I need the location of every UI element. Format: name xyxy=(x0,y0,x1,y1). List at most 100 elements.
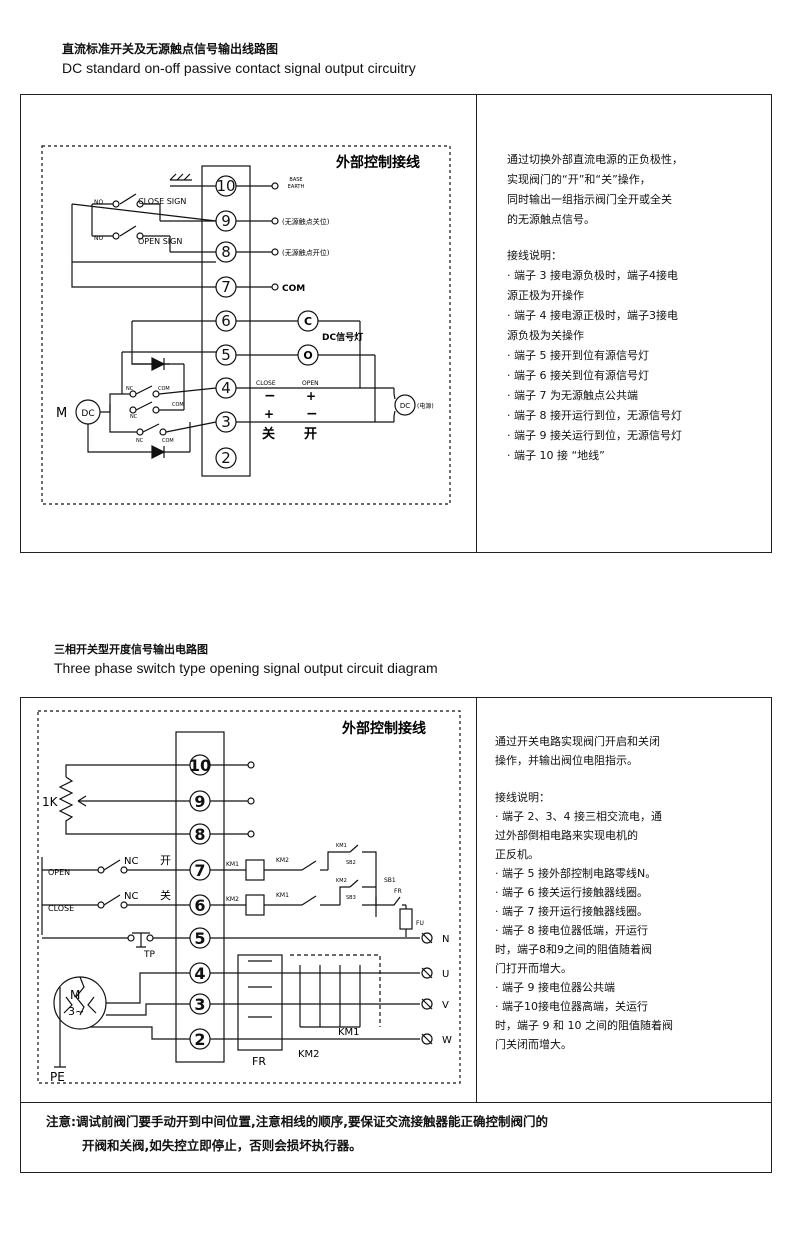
s1-power-dc: DC xyxy=(400,402,410,410)
s1-com2: COM xyxy=(172,402,184,408)
s2-sb3: SB3 xyxy=(346,895,356,901)
s2-km1-bottom: KM1 xyxy=(338,1027,360,1038)
s1-minus2: − xyxy=(306,406,318,422)
section1-title-cn: 直流标准开关及无源触点信号输出线路图 xyxy=(62,42,279,56)
s2-terminal-5: 5 xyxy=(194,929,205,948)
s2-note-item: · 端子 7 接开运行接触器线圈。 xyxy=(495,905,648,918)
s2-nc2: NC xyxy=(124,891,138,902)
section2-footer-divider xyxy=(20,1102,772,1103)
s1-close-label: CLOSE xyxy=(256,380,276,387)
s1-terminal-3: 3 xyxy=(221,413,231,431)
s1-intro-line: 实现阀门的“开”和“关”操作， xyxy=(507,173,651,186)
s1-open-label: OPEN xyxy=(302,380,319,387)
s2-fu: FU xyxy=(416,920,424,927)
s1-note-item: · 端子 8 接开运行到位，无源信号灯 xyxy=(507,409,682,422)
s2-notes-heading: 接线说明： xyxy=(495,791,550,804)
s1-open-sign: OPEN SIGN xyxy=(138,237,182,246)
s1-earth-bottom: EARTH xyxy=(288,184,305,190)
s1-nc1: NC xyxy=(126,386,134,392)
s1-note-item: · 端子 3 接电源负极时，端子4接电 xyxy=(507,269,678,282)
s2-v: V xyxy=(442,1000,449,1011)
s1-t7-com: COM xyxy=(282,284,305,294)
s1-lamp-label: DC信号灯 xyxy=(322,331,363,343)
s1-power-label: (电源) xyxy=(417,402,434,410)
s2-note-item: · 端子 5 接外部控制电路零线N。 xyxy=(495,867,657,880)
s1-no1: NO xyxy=(94,199,103,206)
s1-intro-line: 同时输出一组指示阀门全开或全关 xyxy=(507,193,672,206)
s1-terminal-7: 7 xyxy=(221,278,231,296)
s2-sb2: SB2 xyxy=(346,860,356,866)
s2-note-item: 门关闭而增大。 xyxy=(495,1038,572,1051)
s1-lamp-o: O xyxy=(303,349,312,362)
s2-km1: KM1 xyxy=(226,861,239,868)
s2-km2b: KM2 xyxy=(276,857,289,864)
s2-fr: FR xyxy=(394,888,402,895)
s2-terminal-4: 4 xyxy=(194,964,205,983)
s2-open: OPEN xyxy=(48,868,70,877)
s2-kai: 开 xyxy=(160,854,171,867)
s2-km1c: KM1 xyxy=(336,843,347,849)
section2-divider xyxy=(476,697,477,1102)
s1-terminal-8: 8 xyxy=(221,243,231,261)
s1-guan: 关 xyxy=(262,426,275,442)
s1-notes-heading: 接线说明： xyxy=(507,249,562,262)
s2-note-item: · 端子 8 接电位器低端，开运行 xyxy=(495,924,648,937)
s2-terminal-8: 8 xyxy=(194,825,205,844)
s2-note-item: 过外部倒相电路来实现电机的 xyxy=(495,829,638,842)
section1-notes: 通过切换外部直流电源的正负极性， 实现阀门的“开”和“关”操作， 同时输出一组指… xyxy=(507,150,765,466)
s1-terminal-6: 6 xyxy=(221,312,231,330)
s2-terminal-7: 7 xyxy=(194,861,205,880)
s2-note-item: · 端子 9 接电位器公共端 xyxy=(495,981,615,994)
s1-note-item: 源负极为关操作 xyxy=(507,329,584,342)
s2-terminal-strip xyxy=(175,731,225,1063)
s2-km2: KM2 xyxy=(226,896,239,903)
s1-terminal-2: 2 xyxy=(221,449,231,467)
s1-t9-note: (无源触点关位) xyxy=(282,217,330,226)
s2-external-dashed-box xyxy=(37,710,461,1084)
s1-close-sign: CLOSE SIGN xyxy=(138,197,186,206)
s2-pe: PE xyxy=(50,1070,65,1084)
s1-motor-m: M xyxy=(56,406,67,421)
s2-w: W xyxy=(442,1035,452,1046)
s2-km1b: KM1 xyxy=(276,892,289,899)
s1-minus1: − xyxy=(264,388,276,404)
s1-intro-line: 通过切换外部直流电源的正负极性， xyxy=(507,153,683,166)
s1-lamp-c: C xyxy=(304,315,312,328)
section1-divider xyxy=(476,94,477,553)
s1-note-item: · 端子 9 接关运行到位，无源信号灯 xyxy=(507,429,682,442)
footer-note: 注意:调试前阀门要手动开到中间位置,注意相线的顺序,要保证交流接触器能正确控制阀… xyxy=(46,1110,766,1158)
section2-panel xyxy=(20,697,772,1173)
s1-plus1: + xyxy=(306,389,316,403)
s2-u: U xyxy=(442,969,449,980)
s2-km2c: KM2 xyxy=(336,878,347,884)
dc-wiring-diagram: 10 9 8 7 6 5 4 3 2 外部控制接线 BASE EARTH CLO… xyxy=(41,145,451,505)
s1-nc3: NC xyxy=(136,438,144,444)
section1-panel xyxy=(20,94,772,553)
s2-guan: 关 xyxy=(160,888,171,902)
s2-terminal-2: 2 xyxy=(194,1030,205,1049)
s1-note-item: · 端子 7 为无源触点公共端 xyxy=(507,389,638,402)
s2-motor-m: M xyxy=(70,988,80,1002)
s1-note-item: · 端子 6 接关到位有源信号灯 xyxy=(507,369,649,382)
s1-com3: COM xyxy=(162,438,174,444)
s2-intro-line: 操作，并输出阀位电阻指示。 xyxy=(495,754,638,767)
s2-motor-3: 3~ xyxy=(68,1005,84,1018)
s2-note-item: 时，端子8和9之间的阻值随着阀 xyxy=(495,943,652,956)
s1-external-label: 外部控制接线 xyxy=(336,154,420,171)
s1-note-item: · 端子 10 接 “地线” xyxy=(507,449,605,462)
s2-tp: TP xyxy=(143,950,155,960)
footer-line-2: 开阀和关阀,如失控立即停止，否则会损坏执行器。 xyxy=(82,1138,362,1153)
s2-nc1: NC xyxy=(124,856,138,867)
s2-note-item: · 端子10接电位器高端，关运行 xyxy=(495,1000,648,1013)
s1-motor-dc: DC xyxy=(81,409,94,419)
s1-earth-top: BASE xyxy=(289,177,302,183)
s1-note-item: · 端子 4 接电源正极时，端子3接电 xyxy=(507,309,678,322)
s1-com1: COM xyxy=(158,386,170,392)
s1-plus2: + xyxy=(264,407,274,421)
s1-kai: 开 xyxy=(304,427,317,442)
s2-note-item: 正反机。 xyxy=(495,848,539,861)
s2-km2-bottom: KM2 xyxy=(298,1049,320,1060)
s1-intro-line: 的无源触点信号。 xyxy=(507,213,595,226)
s1-terminal-10: 10 xyxy=(216,177,235,195)
s2-note-item: 时，端子 9 和 10 之间的阻值随着阀 xyxy=(495,1019,673,1032)
